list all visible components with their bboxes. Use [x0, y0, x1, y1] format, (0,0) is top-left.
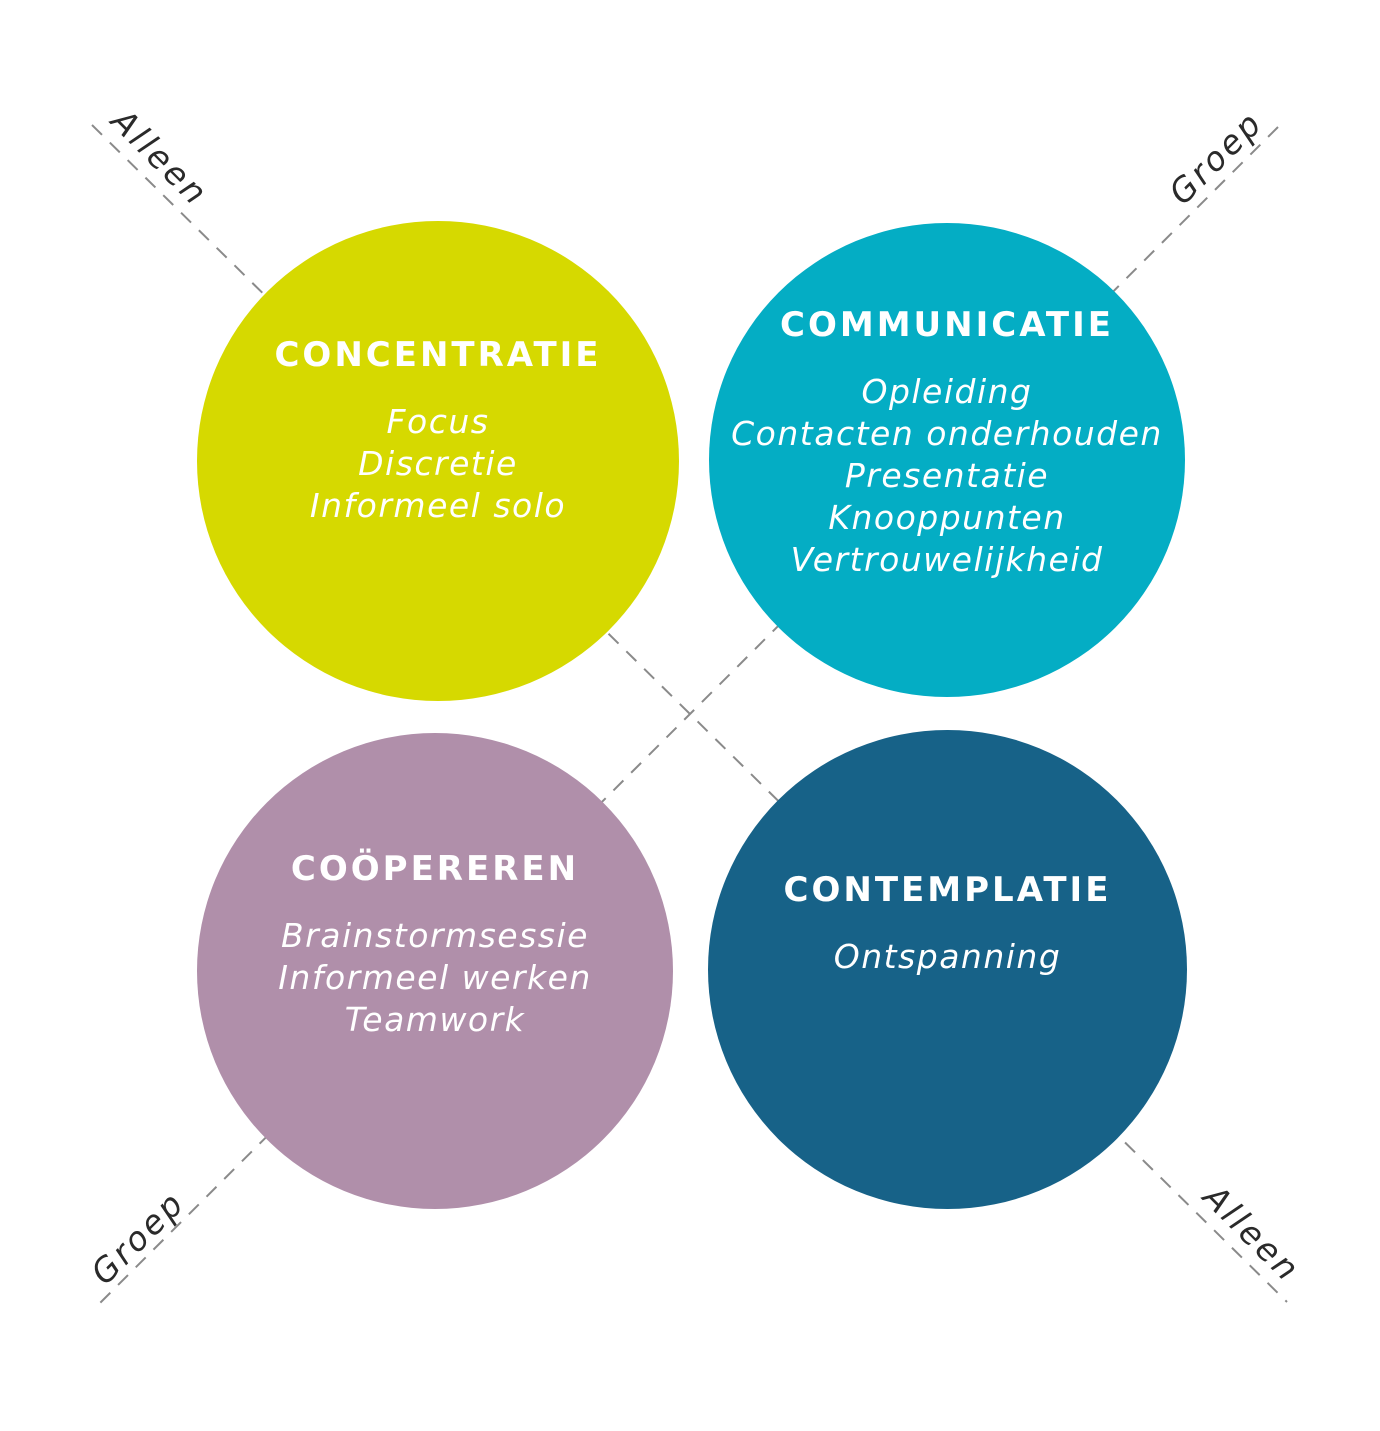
circle-title: COMMUNICATIE [780, 305, 1114, 345]
circle-item: Contacten onderhouden [731, 414, 1163, 453]
circle-items: Opleiding Contacten onderhouden Presenta… [731, 371, 1163, 581]
circle-items: Ontspanning [834, 936, 1062, 978]
circle-item: Presentatie [844, 456, 1050, 495]
circle-item: Informeel werken [278, 958, 592, 997]
circle-item: Teamwork [344, 1000, 526, 1039]
circle-item: Brainstormsessie [281, 916, 589, 955]
circle-cooepereren: COÖPEREREN Brainstormsessie Informeel we… [197, 733, 673, 1209]
circle-items: Brainstormsessie Informeel werken Teamwo… [278, 915, 592, 1041]
circle-item: Focus [386, 402, 490, 441]
circle-communicatie: COMMUNICATIE Opleiding Contacten onderho… [709, 223, 1185, 697]
circle-item: Knooppunten [828, 498, 1066, 537]
circle-title: CONCENTRATIE [274, 335, 602, 375]
circle-item: Opleiding [861, 372, 1033, 411]
circle-concentratie: CONCENTRATIE Focus Discretie Informeel s… [197, 221, 679, 701]
circle-title: CONTEMPLATIE [783, 869, 1112, 910]
circle-contemplatie: CONTEMPLATIE Ontspanning [708, 730, 1187, 1209]
circle-item: Vertrouwelijkheid [790, 540, 1104, 579]
circle-title: COÖPEREREN [290, 849, 580, 889]
circle-item: Informeel solo [309, 486, 567, 525]
circle-item: Discretie [358, 444, 518, 483]
circle-items: Focus Discretie Informeel solo [310, 401, 566, 527]
circle-item: Ontspanning [833, 936, 1062, 976]
